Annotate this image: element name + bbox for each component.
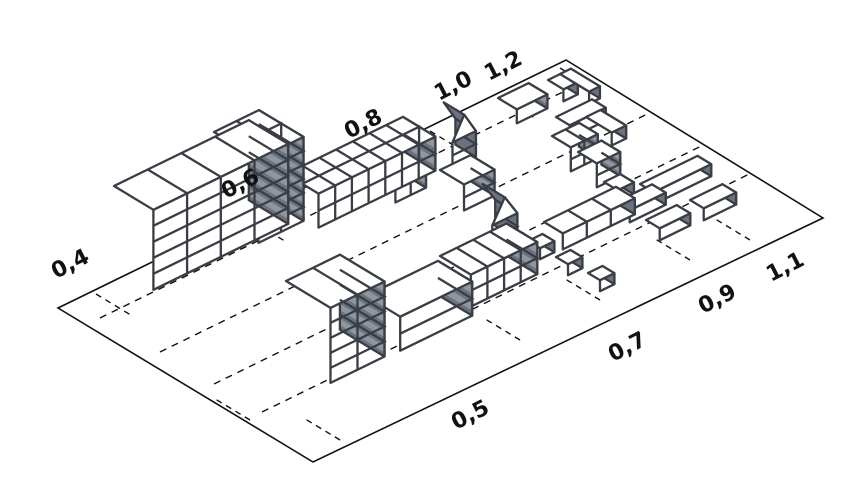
face-roof — [688, 183, 738, 210]
unit-line — [352, 140, 387, 195]
face-roof — [438, 153, 496, 186]
cross-divider — [305, 418, 341, 441]
face-roof — [644, 203, 692, 230]
unit-line — [567, 209, 588, 238]
block-0-5-wide — [364, 259, 475, 352]
floor-line — [596, 151, 623, 177]
cross-divider — [565, 278, 601, 301]
unit-line — [368, 132, 404, 187]
l-block-1-2-b — [584, 108, 628, 147]
block-0-8-b — [438, 153, 497, 212]
floor-line — [152, 135, 291, 227]
cube-0-9-b — [554, 248, 584, 277]
cross-divider — [249, 219, 285, 242]
face-roof — [496, 81, 549, 111]
label-far-1-0: 1,0 — [430, 66, 476, 106]
window-band — [250, 189, 287, 219]
cross-divider — [95, 293, 131, 316]
face-roof — [364, 259, 474, 318]
unit-line — [180, 152, 222, 257]
face-roof — [558, 67, 602, 93]
cross-divider — [715, 218, 751, 241]
face-roof — [576, 139, 622, 165]
tower-0-5 — [284, 253, 387, 385]
unit-line — [335, 148, 370, 204]
unit-line — [456, 246, 489, 299]
floor-line — [152, 151, 291, 243]
label-far-0-7: 0,7 — [604, 327, 650, 367]
cross-divider — [655, 238, 691, 261]
unit-line — [318, 156, 354, 212]
bar-0-9 — [542, 185, 636, 251]
unit-line — [301, 124, 421, 185]
label-far-1-1: 1,1 — [762, 247, 808, 287]
label-far-0-4: 0,4 — [47, 244, 93, 284]
cross-block-1-2-b — [558, 67, 602, 105]
window-band — [250, 157, 287, 187]
block-0-4 — [112, 119, 291, 291]
face-roof — [554, 248, 584, 266]
floor-line — [329, 268, 387, 324]
unit-line — [312, 266, 359, 370]
block-0-7 — [438, 222, 540, 308]
stack-1-0-b — [576, 139, 623, 189]
label-far-0-5: 0,5 — [447, 395, 493, 435]
label-far-1-2: 1,2 — [480, 46, 526, 86]
face-roof — [554, 98, 607, 127]
floor-line — [152, 167, 291, 259]
building-masses — [112, 67, 738, 385]
floor-line — [329, 298, 387, 354]
floor-line — [329, 313, 387, 369]
floor-line — [152, 183, 291, 275]
t-block-1-1-d — [644, 203, 692, 242]
unit-line — [472, 238, 506, 291]
unit-line — [591, 197, 612, 226]
unit-line — [489, 230, 522, 283]
cross-divider — [215, 398, 251, 421]
face-roof — [584, 108, 628, 134]
block-1-0-flat — [496, 81, 549, 125]
label-far-0-9: 0,9 — [694, 279, 740, 319]
floor-line — [399, 276, 475, 335]
cube-0-9-c — [586, 264, 616, 293]
unit-line — [214, 135, 256, 241]
cross-divider — [485, 318, 521, 341]
floor-line — [470, 238, 540, 292]
floor-line — [463, 167, 497, 199]
unit-line — [147, 168, 189, 274]
face-roof — [586, 264, 616, 282]
unit-line — [302, 164, 337, 220]
roof-gable — [451, 113, 478, 144]
bar-0-6-long — [284, 115, 438, 229]
window-band — [250, 173, 287, 203]
roof-gable — [491, 196, 519, 227]
t-block-1-1-c — [688, 183, 738, 222]
